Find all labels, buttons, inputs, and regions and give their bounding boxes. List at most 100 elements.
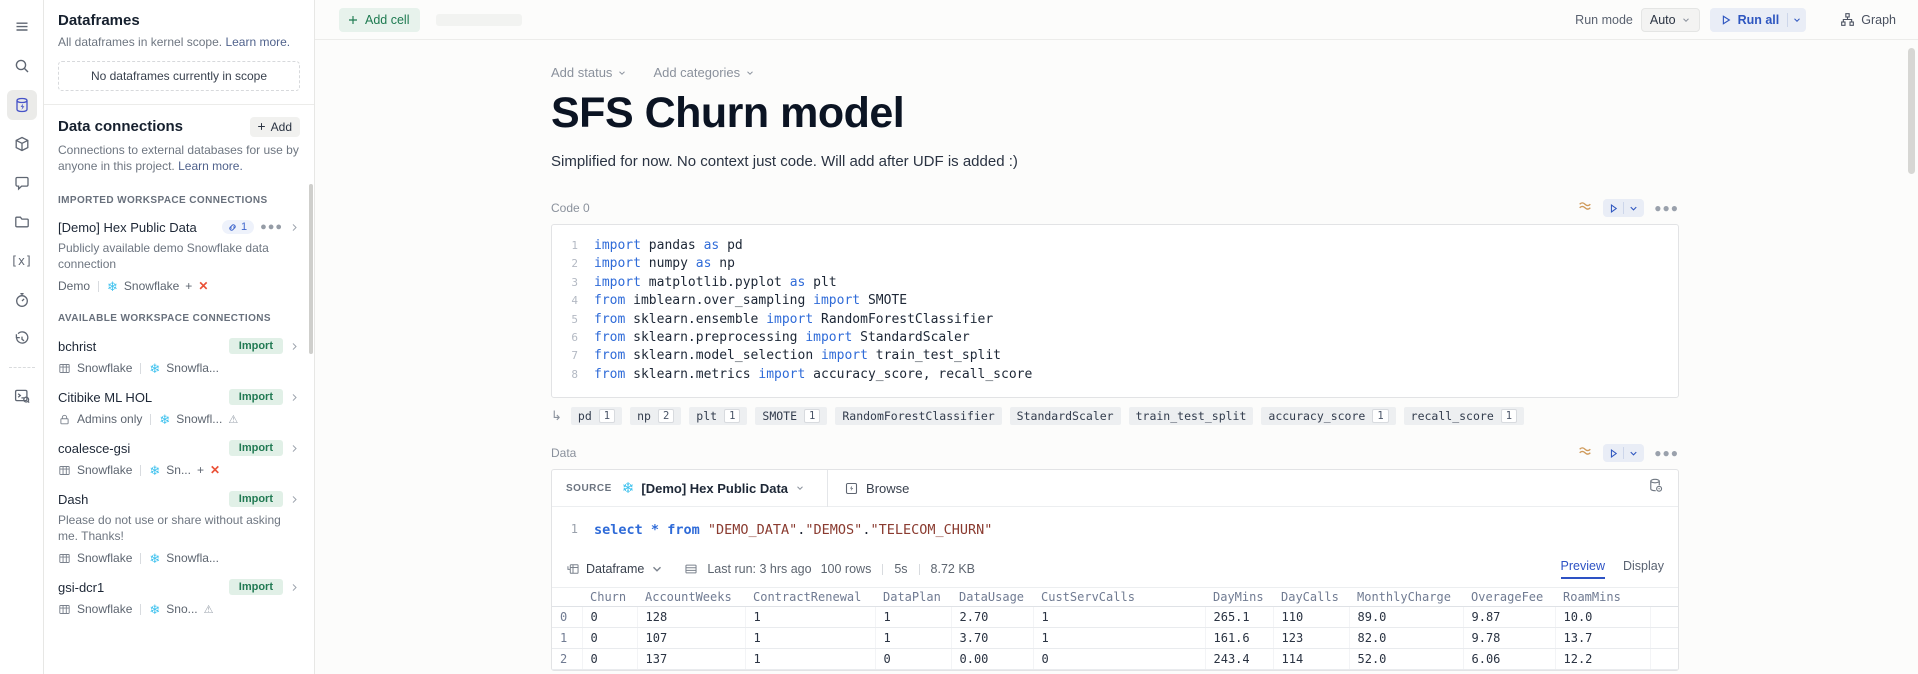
run-all-button[interactable]: Run all — [1709, 7, 1807, 32]
terminal-icon[interactable] — [7, 381, 37, 411]
import-button[interactable]: Import — [228, 338, 283, 355]
packages-icon[interactable] — [7, 129, 37, 159]
chevron-right-icon[interactable] — [289, 392, 300, 403]
column-header[interactable]: DataUsage — [951, 587, 1033, 608]
table-cell: 161.6 — [1205, 627, 1274, 650]
more-options-icon[interactable]: ●●● — [260, 221, 283, 234]
column-header[interactable]: AccountWeeks — [637, 587, 745, 608]
graph-view-button[interactable]: Graph — [1840, 12, 1896, 27]
column-header[interactable]: MonthlyCharge — [1349, 587, 1463, 608]
learn-more-link[interactable]: Learn more. — [178, 159, 243, 174]
source-connection-select[interactable]: [Demo] Hex Public Data — [641, 480, 789, 496]
chevron-right-icon[interactable] — [289, 494, 300, 505]
data-cell-label[interactable]: Data — [551, 446, 577, 461]
cell-more-options-icon[interactable]: ●●● — [1654, 446, 1679, 461]
query-preview-icon[interactable] — [1647, 477, 1664, 499]
page-title[interactable]: SFS Churn model — [551, 89, 905, 137]
history-icon[interactable] — [7, 324, 37, 354]
import-button[interactable]: Import — [228, 389, 283, 406]
learn-more-link[interactable]: Learn more. — [225, 35, 291, 49]
column-header[interactable]: DayCalls — [1273, 587, 1349, 608]
scheduled-runs-icon[interactable] — [7, 285, 37, 315]
magic-icon[interactable] — [1577, 443, 1593, 464]
add-categories-button[interactable]: Add categories — [653, 65, 755, 80]
chevron-down-icon[interactable] — [795, 483, 805, 493]
data-sources-icon[interactable] — [6, 90, 37, 120]
divider — [140, 603, 142, 615]
import-button[interactable]: Import — [228, 440, 283, 457]
chevron-right-icon[interactable] — [289, 582, 300, 593]
code-cell-label[interactable]: Code 0 — [551, 201, 590, 215]
comments-icon[interactable] — [7, 168, 37, 198]
table-cell: 114 — [1273, 648, 1350, 671]
import-button[interactable]: Import — [228, 579, 283, 596]
main-scrollbar[interactable] — [1908, 48, 1915, 174]
chevron-down-icon[interactable] — [1628, 448, 1639, 459]
import-button[interactable]: Import — [228, 491, 283, 508]
variables-icon[interactable]: [x] — [10, 254, 33, 268]
page-subtitle[interactable]: Simplified for now. No context just code… — [551, 153, 1018, 170]
column-header[interactable]: CustServCalls — [1033, 587, 1205, 608]
run-cell-button[interactable] — [1603, 199, 1645, 217]
usage-count-badge[interactable]: 1 — [221, 220, 255, 235]
menu-icon[interactable] — [7, 12, 37, 42]
column-header[interactable]: RoamMins — [1555, 587, 1650, 608]
column-header[interactable] — [552, 587, 582, 608]
output-variable-chip[interactable]: StandardScaler — [1009, 407, 1121, 426]
connection-item-imported[interactable]: [Demo] Hex Public Data 1 ●●● Publicly av… — [58, 220, 300, 293]
dataframe-select[interactable]: Dataframe — [566, 562, 664, 576]
tab-preview[interactable]: Preview — [1560, 559, 1605, 580]
files-icon[interactable] — [7, 207, 37, 237]
add-status-button[interactable]: Add status — [551, 65, 627, 80]
search-icon[interactable] — [7, 51, 37, 81]
chevron-down-icon[interactable] — [1792, 15, 1802, 25]
chevron-down-icon[interactable] — [1628, 203, 1639, 214]
column-header[interactable]: ContractRenewal — [745, 587, 875, 608]
column-header[interactable]: DataPlan — [875, 587, 951, 608]
browse-button[interactable]: Browse — [844, 481, 909, 496]
magic-icon[interactable] — [1577, 198, 1593, 219]
run-mode-select[interactable]: Auto — [1640, 7, 1700, 32]
connection-type-label: Sn... — [166, 463, 191, 478]
chevron-right-icon[interactable] — [289, 341, 300, 352]
run-cell-button[interactable] — [1603, 444, 1645, 463]
chevron-right-icon[interactable] — [289, 443, 300, 454]
tab-display[interactable]: Display — [1623, 559, 1664, 574]
chevron-right-icon[interactable] — [289, 222, 300, 233]
sql-editor[interactable]: 1 select * from "DEMO_DATA"."DEMOS"."TEL… — [552, 507, 1678, 551]
panel-scrollbar[interactable] — [309, 184, 313, 354]
column-header[interactable]: OverageFee — [1463, 587, 1555, 608]
add-cell-button[interactable]: Add cell — [339, 7, 421, 32]
output-variable-chip[interactable]: train_test_split — [1128, 407, 1254, 426]
cell-more-options-icon[interactable]: ●●● — [1654, 201, 1679, 215]
column-header[interactable]: Churn — [582, 587, 637, 608]
output-variable-chip[interactable]: RandomForestClassifier — [835, 407, 1002, 426]
column-header[interactable]: DayMins — [1205, 587, 1273, 608]
add-connection-button[interactable]: Add — [249, 116, 300, 137]
